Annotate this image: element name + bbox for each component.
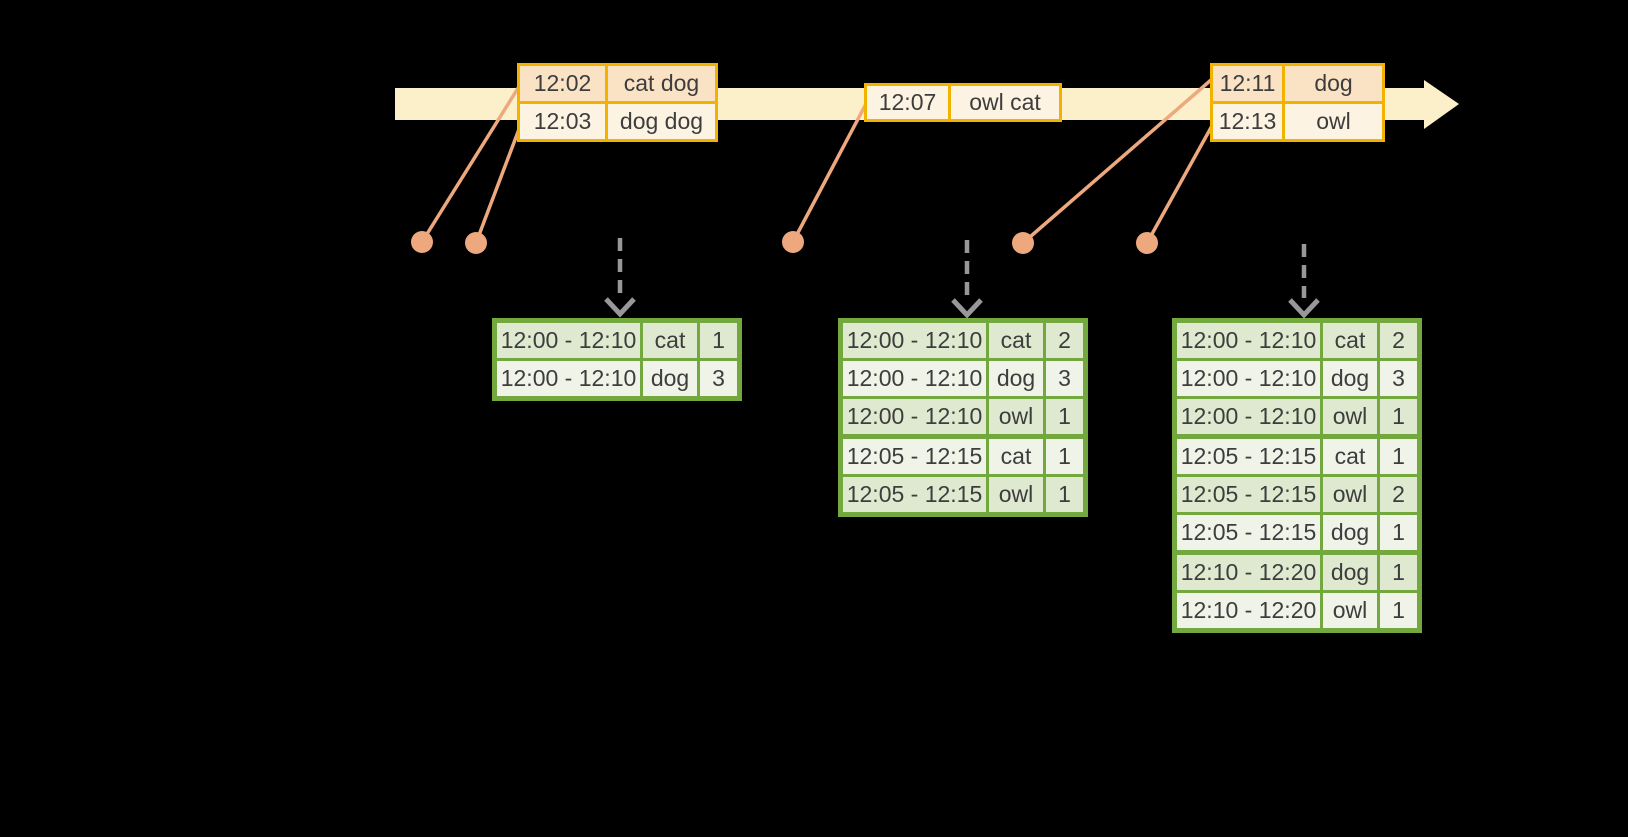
- table-cell: 12:13: [1210, 101, 1285, 142]
- table-cell: owl: [1282, 101, 1385, 142]
- table-cell: cat dog: [605, 63, 718, 104]
- table-cell: 1: [1377, 590, 1421, 632]
- event-marker-dot: [1012, 232, 1034, 254]
- table-cell: 3: [697, 358, 741, 400]
- event-marker-dot: [1136, 232, 1158, 254]
- trigger-arrowhead-icon: [951, 298, 983, 319]
- table-cell: 12:05 - 12:15: [1173, 512, 1323, 555]
- table-cell: 1: [1043, 474, 1087, 516]
- trigger-arrowhead-icon: [1288, 298, 1320, 319]
- table-cell: dog: [986, 358, 1046, 399]
- table-cell: 12:05 - 12:15: [839, 474, 989, 516]
- table-cell: owl: [986, 396, 1046, 439]
- table-cell: owl: [1320, 590, 1380, 632]
- table-cell: 1: [1043, 435, 1087, 477]
- table-cell: dog: [1282, 63, 1385, 104]
- table-cell: 12:00 - 12:10: [1173, 358, 1323, 399]
- table-cell: owl: [986, 474, 1046, 516]
- table-cell: dog: [1320, 358, 1380, 399]
- table-cell: 12:11: [1210, 63, 1285, 104]
- trigger-arrowhead-icon: [604, 297, 636, 318]
- table-cell: 12:02: [517, 63, 608, 104]
- event-marker-dot: [411, 231, 433, 253]
- table-cell: 1: [1043, 396, 1087, 439]
- event-marker-line: [420, 84, 522, 243]
- table-cell: 3: [1377, 358, 1421, 399]
- event-marker-line: [791, 101, 869, 243]
- event-marker-lines: [420, 78, 1215, 245]
- table-cell: cat: [640, 319, 700, 361]
- table-cell: dog: [1320, 512, 1380, 555]
- table-cell: cat: [1320, 435, 1380, 477]
- table-cell: 12:00 - 12:10: [493, 358, 643, 400]
- event-marker-dots: [411, 231, 1158, 254]
- table-cell: 12:00 - 12:10: [839, 396, 989, 439]
- table-cell: 1: [1377, 512, 1421, 555]
- table-cell: cat: [1320, 319, 1380, 361]
- table-cell: cat: [986, 435, 1046, 477]
- table-cell: 12:00 - 12:10: [493, 319, 643, 361]
- table-cell: 12:10 - 12:20: [1173, 551, 1323, 593]
- trigger-arrows: [604, 238, 1320, 319]
- table-cell: dog dog: [605, 101, 718, 142]
- table-cell: 1: [1377, 396, 1421, 439]
- table-cell: owl cat: [948, 83, 1062, 122]
- event-marker-dot: [782, 231, 804, 253]
- table-cell: 12:00 - 12:10: [1173, 396, 1323, 439]
- table-cell: 12:05 - 12:15: [1173, 474, 1323, 515]
- event-marker-dot: [465, 232, 487, 254]
- event-marker-line: [474, 123, 523, 244]
- table-cell: 2: [1043, 319, 1087, 361]
- table-cell: 3: [1043, 358, 1087, 399]
- table-cell: 12:00 - 12:10: [1173, 319, 1323, 361]
- table-cell: 2: [1377, 319, 1421, 361]
- table-cell: 12:00 - 12:10: [839, 358, 989, 399]
- timeline-arrowhead-icon: [1424, 80, 1459, 129]
- table-cell: owl: [1320, 474, 1380, 515]
- table-cell: cat: [986, 319, 1046, 361]
- event-marker-line: [1021, 78, 1213, 245]
- table-cell: dog: [640, 358, 700, 400]
- table-cell: 12:07: [864, 83, 951, 122]
- event-marker-line: [1145, 123, 1215, 244]
- table-cell: 1: [1377, 435, 1421, 477]
- table-cell: 1: [697, 319, 741, 361]
- table-cell: 12:05 - 12:15: [839, 435, 989, 477]
- table-cell: 12:10 - 12:20: [1173, 590, 1323, 632]
- table-cell: 12:03: [517, 101, 608, 142]
- table-cell: dog: [1320, 551, 1380, 593]
- table-cell: 2: [1377, 474, 1421, 515]
- table-cell: owl: [1320, 396, 1380, 439]
- table-cell: 12:00 - 12:10: [839, 319, 989, 361]
- table-cell: 12:05 - 12:15: [1173, 435, 1323, 477]
- table-cell: 1: [1377, 551, 1421, 593]
